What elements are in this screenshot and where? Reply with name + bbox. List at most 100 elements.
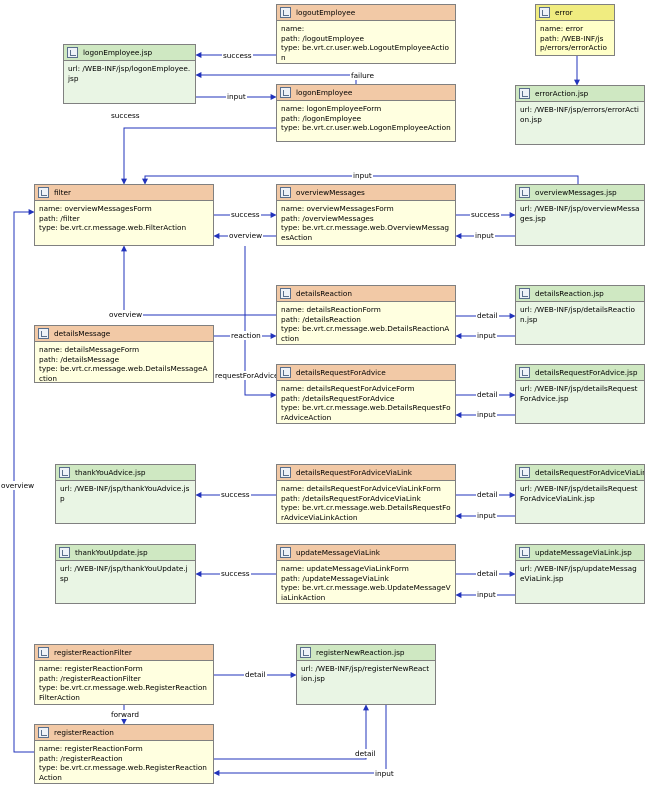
node-property-line: type: be.vrt.cr.message.web.FilterAction [39,223,187,232]
node-title: overviewMessages.jsp [535,188,617,197]
node-properties: url: /WEB-INF/jsp/thankYouUpdate.jsp [56,561,195,586]
node-header: updateMessageViaLink.jsp [516,545,644,561]
jsp-page-icon [519,547,530,558]
node-property-line: name: registerReactionForm [39,744,143,753]
node-property-line: url: /WEB-INF/jsp/detailsRequestForAdvic… [520,384,638,403]
label-left-overview: overview [0,481,36,490]
node-property-line: name: overviewMessagesForm [281,204,394,213]
node-property-line: type: be.vrt.cr.message.web.DetailsReact… [281,324,450,343]
node-property-line: url: /WEB-INF/jsp/thankYouAdvice.jsp [60,484,190,503]
node-header: detailsRequestForAdviceViaLink... [516,465,644,481]
jsp-page-icon [519,288,530,299]
action-icon [280,467,291,478]
node-registerReaction[interactable]: registerReaction name: registerReactionFo… [34,724,214,784]
node-properties: url: /WEB-INF/jsp/detailsRequestForAdvic… [516,381,644,406]
jsp-page-icon [519,467,530,478]
node-property-line: type: be.vrt.cr.message.web.DetailsMessa… [39,364,208,383]
node-property-line: path: /registerReaction [39,753,123,763]
node-updateMessageViaLink-jsp[interactable]: updateMessageViaLink.jsp url: /WEB-INF/js… [515,544,645,604]
node-title: logonEmployee.jsp [83,48,153,57]
jsp-page-icon [67,47,78,58]
node-detailsRequestForAdviceViaLink-jsp[interactable]: detailsRequestForAdviceViaLink...url: /W… [515,464,645,524]
label-um-detail: detail [476,569,499,578]
node-header: detailsReaction [277,286,455,302]
jsp-page-icon [519,367,530,378]
node-header: updateMessageViaLink [277,545,455,561]
label-um-success: success [220,569,251,578]
node-property-line: type: be.vrt.cr.message.web.RegisterReac… [39,763,207,782]
node-title: thankYouUpdate.jsp [75,548,148,557]
node-properties: url: /WEB-INF/jsp/errors/errorAction.jsp [516,102,644,127]
node-property-line: path: /logoutEmployee [281,33,365,43]
node-header: logonEmployee.jsp [64,45,195,61]
label-overview-input: input [474,231,495,240]
edge-rr-detail [214,704,369,760]
node-detailsReaction[interactable]: detailsReaction name: detailsReactionForm… [276,285,456,345]
node-property-line: path: /detailsMessage [39,354,120,364]
node-header: detailsReaction.jsp [516,286,644,302]
node-properties: url: /WEB-INF/jsp/thankYouAdvice.jsp [56,481,195,506]
node-header: registerNewReaction.jsp [297,645,435,661]
node-title: registerReaction [54,728,114,737]
label-reaction: reaction [230,331,262,340]
jsp-page-icon [300,647,311,658]
node-errorAction-jsp[interactable]: errorAction.jsp url: /WEB-INF/jsp/errors/… [515,85,645,145]
label-overview-success: success [470,210,501,219]
edge-request-for-advice [244,246,277,398]
node-property-line: url: /WEB-INF/jsp/updateMessageViaLink.j… [520,564,637,583]
jsp-page-icon [519,88,530,99]
node-property-line: url: /WEB-INF/jsp/thankYouUpdate.jsp [60,564,188,583]
node-property-line: name: detailsMessageForm [39,345,140,354]
edge-logon-failure [195,72,357,84]
node-title: detailsRequestForAdvice.jsp [535,368,638,377]
action-icon [280,367,291,378]
node-property-line: path: /detailsReaction [281,314,361,324]
node-title: thankYouAdvice.jsp [75,468,146,477]
node-detailsRequestForAdvice-jsp[interactable]: detailsRequestForAdvice.jsp url: /WEB-INF… [515,364,645,424]
node-properties: url: /WEB-INF/jsp/overviewMessages.jsp [516,201,644,226]
action-icon [38,187,49,198]
node-header: thankYouUpdate.jsp [56,545,195,561]
node-overviewMessages-jsp[interactable]: overviewMessages.jsp url: /WEB-INF/jsp/ov… [515,184,645,246]
label-dr-detail: detail [476,311,499,320]
node-thankYouUpdate-jsp[interactable]: thankYouUpdate.jsp url: /WEB-INF/jsp/than… [55,544,196,604]
label-rr-detail: detail [354,749,377,758]
node-property-line: path: /updateMessageViaLink [281,573,389,583]
node-property-line: name: detailsReactionForm [281,305,381,314]
node-property-line: name: registerReactionForm [39,664,143,673]
label-logon-success: success [110,111,141,120]
label-details-overview: overview [108,310,144,319]
action-icon [280,547,291,558]
node-title: errorAction.jsp [535,89,589,98]
node-title: detailsReaction [296,289,353,298]
label-request-for-advice: requestForAdvice [214,371,280,380]
node-property-line: url: /WEB-INF/jsp/overviewMessages.jsp [520,204,640,223]
node-header: thankYouAdvice.jsp [56,465,195,481]
node-property-line: url: /WEB-INF/jsp/logonEmployee.jsp [68,64,191,83]
label-overview-back: overview [228,231,264,240]
node-property-line: type: be.vrt.cr.message.web.RegisterReac… [39,683,207,702]
node-title: detailsRequestForAdviceViaLink [296,468,412,477]
node-thankYouAdvice-jsp[interactable]: thankYouAdvice.jsp url: /WEB-INF/jsp/than… [55,464,196,524]
action-icon [38,727,49,738]
node-header: registerReaction [35,725,213,741]
node-logonEmployee-jsp[interactable]: logonEmployee.jsp url: /WEB-INF/jsp/logon… [63,44,196,104]
node-header: filter [35,185,213,201]
